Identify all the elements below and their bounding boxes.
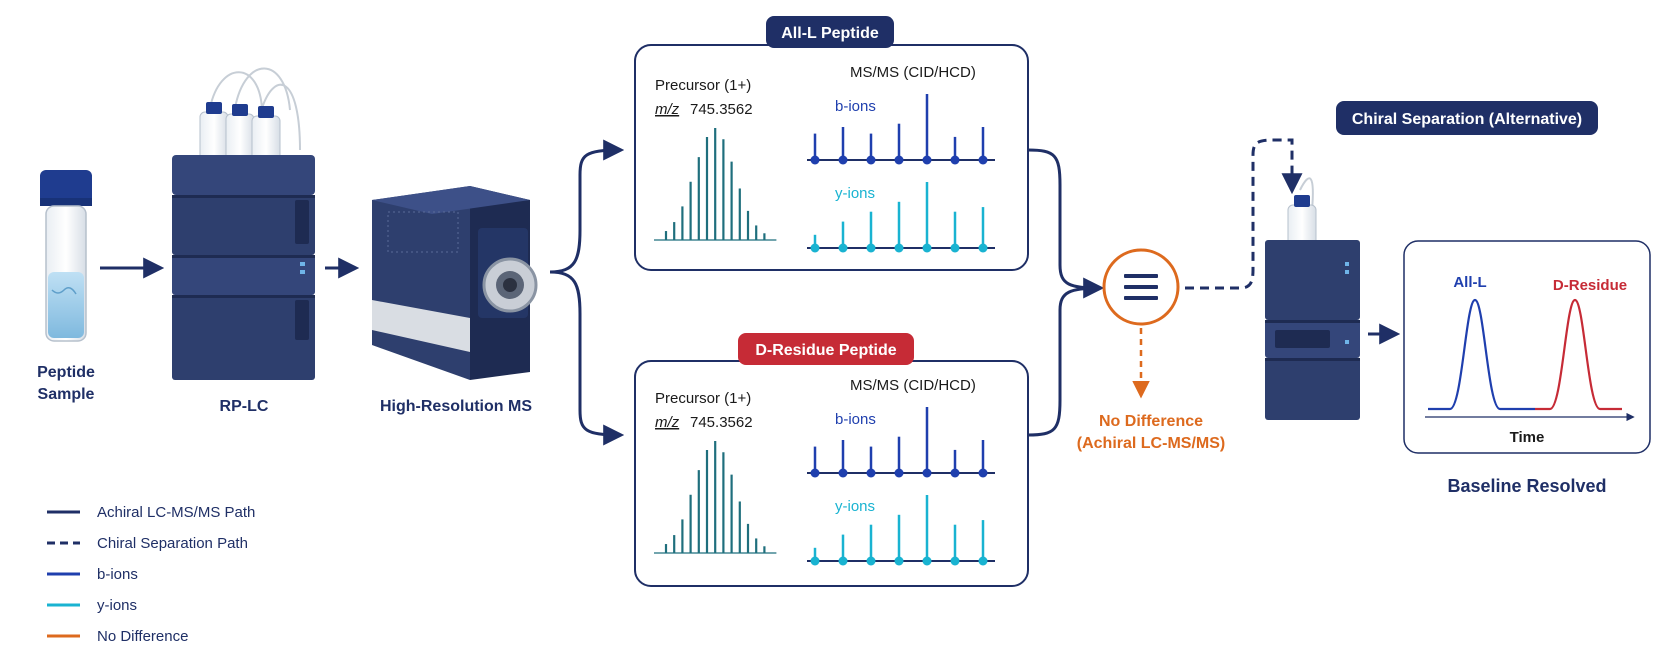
y-ion-marker: [978, 243, 988, 253]
no-difference-label: No Difference: [1099, 413, 1203, 430]
sample-vial-icon: [40, 170, 92, 342]
y-ion-marker: [894, 243, 904, 253]
b-ion-marker: [978, 468, 988, 478]
d-residue-peak: [1535, 298, 1622, 411]
sample-label-line1: Peptide: [37, 364, 95, 381]
top-precursor-title: Precursor (1+): [655, 77, 751, 94]
y-ion-marker: [810, 556, 820, 566]
all-l-peak-label: All-L: [1453, 274, 1486, 291]
y-ion-marker: [922, 243, 932, 253]
arrow-all-l-to-compare: [1027, 148, 1105, 299]
b-ion-marker: [838, 155, 848, 165]
d-residue-badge-label: D-Residue Peptide: [755, 342, 896, 359]
top-mz-label: m/z: [655, 101, 680, 118]
d-residue-peak-label: D-Residue: [1553, 277, 1627, 294]
b-ion-marker: [838, 468, 848, 478]
top-b-ion-spectrum: [807, 94, 995, 165]
b-ion-marker: [950, 468, 960, 478]
all-l-panel: All-L Peptide Precursor (1+) m/z 745.356…: [634, 16, 1029, 271]
y-ion-marker: [950, 556, 960, 566]
chiral-separation-path: [1185, 138, 1303, 290]
top-b-ions-label: b-ions: [835, 98, 876, 115]
y-ion-marker: [866, 243, 876, 253]
lc-stack-icon: [172, 67, 315, 380]
b-ion-marker: [922, 468, 932, 478]
legend-label: No Difference: [97, 628, 188, 645]
legend-label: y-ions: [97, 597, 137, 614]
chromatogram-panel: All-L D-Residue Time: [1403, 240, 1651, 454]
bottom-isotope-envelope: [654, 441, 777, 554]
chiral-badge: [1336, 101, 1598, 135]
y-ion-marker: [922, 556, 932, 566]
bottom-b-ion-spectrum: [807, 407, 995, 478]
arrow-d-residue-to-compare: [1027, 286, 1101, 437]
b-ion-marker: [978, 155, 988, 165]
b-ion-marker: [810, 468, 820, 478]
b-ion-marker: [894, 155, 904, 165]
all-l-badge: [766, 16, 894, 48]
all-l-peak: [1428, 298, 1535, 411]
equivalence-icon: [1102, 248, 1180, 326]
d-residue-badge: [738, 333, 914, 365]
arrow-ms-to-d-residue: [549, 270, 625, 446]
b-ion-marker: [866, 468, 876, 478]
top-y-ions-label: y-ions: [835, 185, 875, 202]
y-ion-marker: [838, 243, 848, 253]
chiral-lc-icon: [1265, 177, 1360, 420]
y-ion-marker: [978, 556, 988, 566]
y-ion-marker: [838, 556, 848, 566]
b-ion-marker: [922, 155, 932, 165]
b-ion-marker: [894, 468, 904, 478]
bottom-precursor-title: Precursor (1+): [655, 390, 751, 407]
top-msms-title: MS/MS (CID/HCD): [850, 64, 976, 81]
y-ion-marker: [866, 556, 876, 566]
top-isotope-envelope: [654, 128, 777, 241]
b-ion-marker: [810, 155, 820, 165]
y-ion-marker: [810, 243, 820, 253]
ms-label: High-Resolution MS: [380, 398, 532, 415]
y-ion-marker: [950, 243, 960, 253]
bottom-mz-value: 745.3562: [690, 414, 753, 431]
legend-label: Chiral Separation Path: [97, 535, 248, 552]
time-axis-label: Time: [1510, 429, 1545, 446]
legend-label: b-ions: [97, 566, 138, 583]
legend-label: Achiral LC-MS/MS Path: [97, 504, 255, 521]
d-residue-panel: D-Residue Peptide Precursor (1+) m/z 745…: [634, 333, 1029, 587]
bottom-b-ions-label: b-ions: [835, 411, 876, 428]
bottom-y-ions-label: y-ions: [835, 498, 875, 515]
achiral-note-label: (Achiral LC-MS/MS): [1077, 435, 1225, 452]
mass-spectrometer-icon: [372, 186, 538, 380]
bottom-msms-title: MS/MS (CID/HCD): [850, 377, 976, 394]
top-mz-value: 745.3562: [690, 101, 753, 118]
baseline-resolved-caption: Baseline Resolved: [1447, 476, 1606, 496]
all-l-badge-label: All-L Peptide: [781, 25, 879, 42]
top-y-ion-spectrum: [807, 182, 995, 253]
b-ion-marker: [866, 155, 876, 165]
chiral-badge-label: Chiral Separation (Alternative): [1352, 111, 1582, 128]
y-ion-marker: [894, 556, 904, 566]
bottom-mz-label: m/z: [655, 414, 680, 431]
bottom-y-ion-spectrum: [807, 495, 995, 566]
arrow-ms-to-all-l: [549, 139, 625, 274]
b-ion-marker: [950, 155, 960, 165]
sample-label-line2: Sample: [38, 386, 95, 403]
rplc-label: RP-LC: [220, 398, 269, 415]
